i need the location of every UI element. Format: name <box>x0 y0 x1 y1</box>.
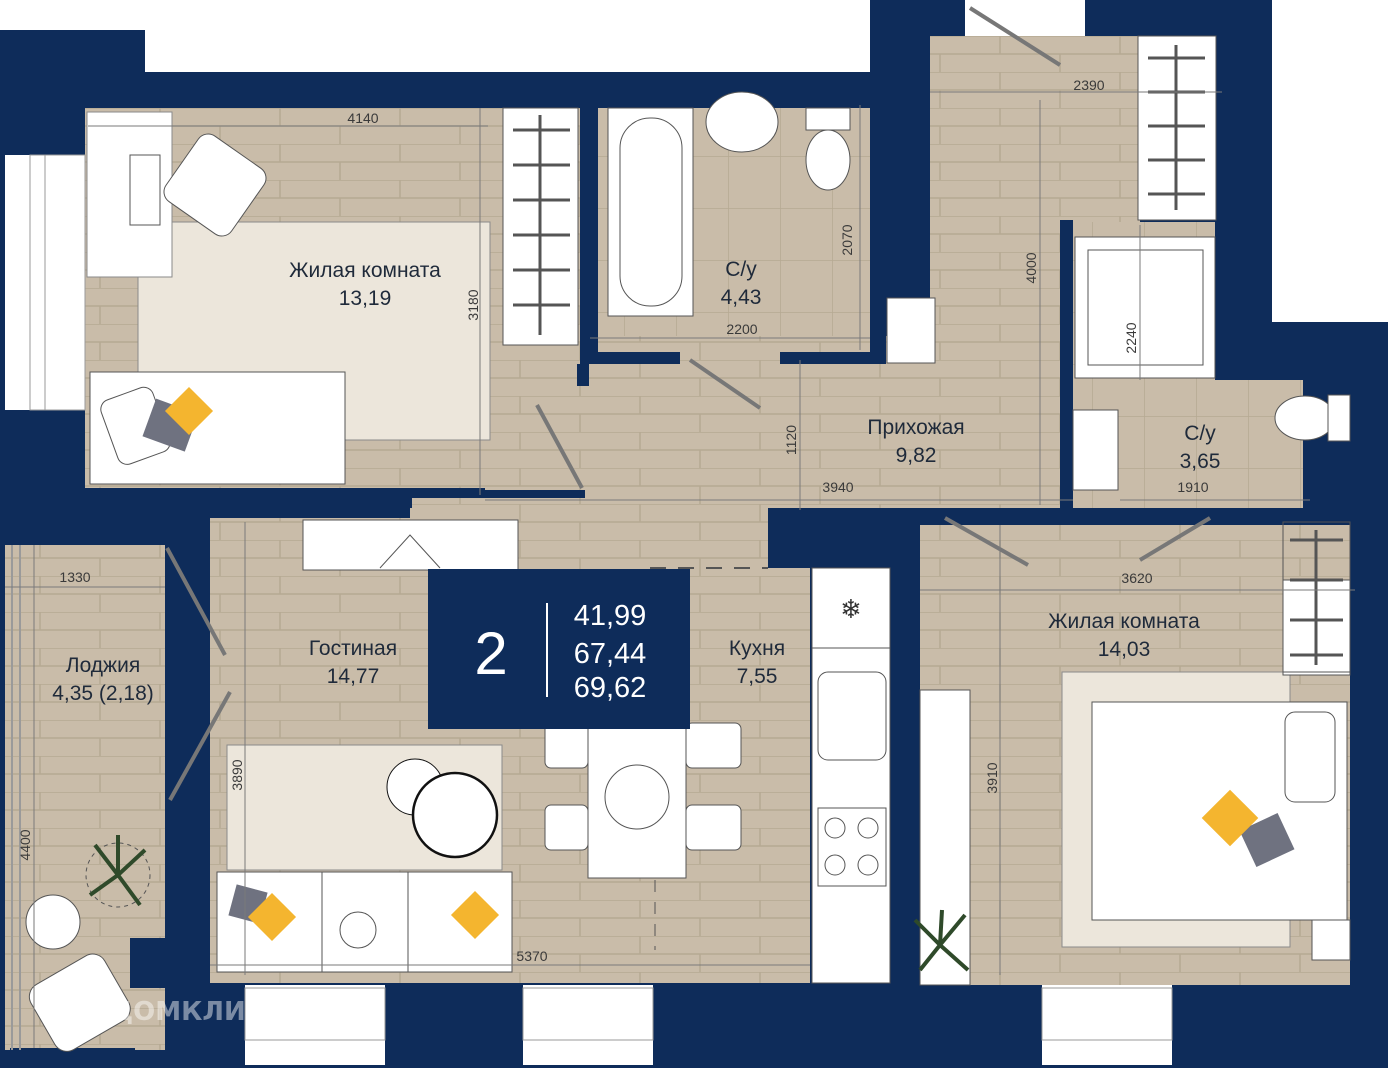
room-count: 2 <box>474 620 507 687</box>
plant-icon <box>85 835 151 908</box>
doors <box>165 6 1212 801</box>
dim-3910: 3910 <box>984 762 1000 793</box>
dim-2200: 2200 <box>726 321 757 337</box>
room-name-bath2: С/у <box>1184 422 1216 445</box>
dim-3180: 3180 <box>465 289 481 320</box>
dimension-lines <box>5 91 1355 1048</box>
dim-2240: 2240 <box>1123 322 1139 353</box>
sink-icon <box>1072 409 1119 491</box>
room-area-kitchen: 7,55 <box>737 665 778 688</box>
area-living: 41,99 <box>574 600 647 632</box>
dim-3940: 3940 <box>822 479 853 495</box>
room-name-hall: Прихожая <box>867 416 964 439</box>
room-labels: Жилая комната 13,19 С/у 4,43 Прихожая 9,… <box>52 258 1220 705</box>
dim-3620: 3620 <box>1121 570 1152 586</box>
bath2-fixtures <box>1072 35 1351 491</box>
watermark-logo: ДОМКЛИК <box>110 997 267 1027</box>
room-name-bath1: С/у <box>725 258 757 281</box>
dim-2070: 2070 <box>839 224 855 255</box>
inner-walls <box>0 72 1353 1068</box>
toilet-icon <box>805 107 851 131</box>
plant-icon <box>913 909 970 972</box>
toilet-icon <box>1274 395 1336 441</box>
snowflake-icon: ❄ <box>840 595 862 625</box>
bedroom2-furniture <box>919 521 1351 986</box>
area-total: 67,44 <box>574 638 647 670</box>
room-name-kitchen: Кухня <box>729 637 785 660</box>
stove-icon <box>817 807 887 887</box>
dim-4000: 4000 <box>1023 252 1039 283</box>
dim-3890: 3890 <box>229 759 245 790</box>
dim-1120: 1120 <box>783 425 799 455</box>
bedroom1-furniture <box>86 111 491 485</box>
room-area-bedroom1: 13,19 <box>339 287 392 310</box>
dim-2390: 2390 <box>1073 77 1104 93</box>
apartment-info-badge: 2 41,99 67,44 69,62 <box>428 569 690 729</box>
dim-1330: 1330 <box>59 569 90 585</box>
room-name-bedroom2: Жилая комната <box>1048 610 1200 633</box>
keyboard-icon <box>129 154 161 226</box>
room-name-loggia: Лоджия <box>66 654 140 677</box>
windows <box>29 154 1173 1041</box>
dim-4140: 4140 <box>347 110 378 126</box>
room-area-bedroom2: 14,03 <box>1098 638 1151 661</box>
dim-4400: 4400 <box>17 829 33 860</box>
room-area-living: 14,77 <box>327 665 380 688</box>
sink-icon <box>705 91 779 153</box>
loggia-furniture <box>11 545 151 1052</box>
room-area-loggia: 4,35 (2,18) <box>52 682 154 705</box>
room-area-bath1: 4,43 <box>721 286 762 309</box>
living-furniture <box>216 519 519 973</box>
chair-icon <box>163 133 267 237</box>
room-name-living: Гостиная <box>309 637 397 660</box>
dim-5370: 5370 <box>516 948 547 964</box>
room-name-bedroom1: Жилая комната <box>289 259 441 282</box>
dim-1910: 1910 <box>1177 479 1208 495</box>
kitchen-furniture: ❄ <box>544 567 891 984</box>
dimension-labels: 4140 2390 2070 4000 3180 2200 2240 1120 … <box>17 77 1209 964</box>
room-area-bath2: 3,65 <box>1180 450 1221 473</box>
area-full: 69,62 <box>574 672 647 704</box>
sink-icon <box>817 671 887 761</box>
bath1-fixtures <box>502 91 936 364</box>
room-area-hall: 9,82 <box>896 444 937 467</box>
